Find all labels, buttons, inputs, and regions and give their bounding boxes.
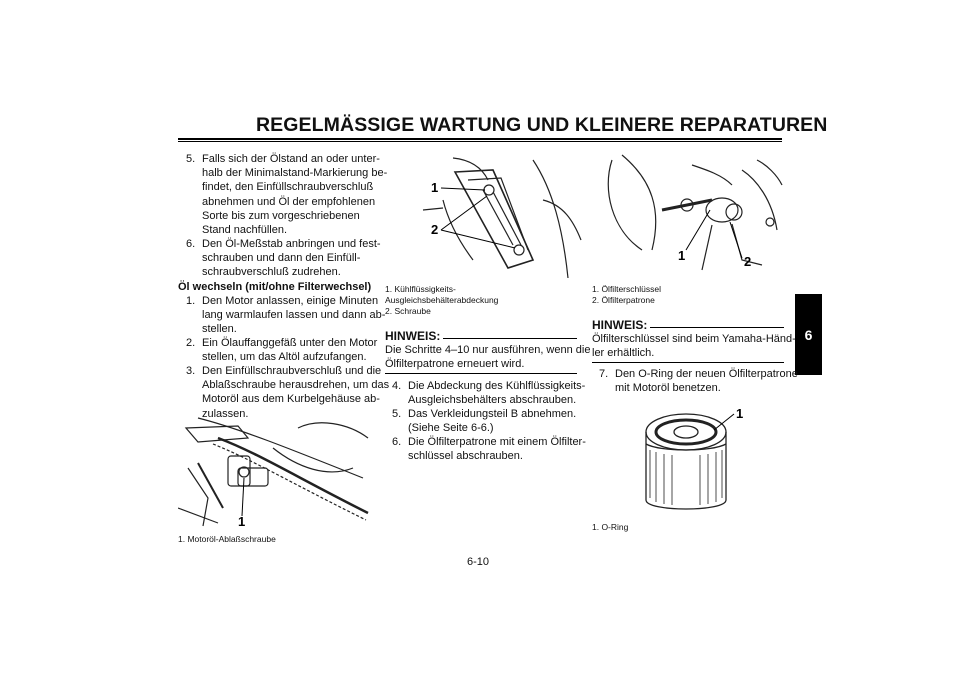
- text-line: Ölfilterpatrone erneuert wird.: [385, 358, 525, 371]
- text-line: Die Abdeckung des Kühlflüssigkeits-: [408, 380, 586, 392]
- text-line: Den Öl-Meßstab anbringen und fest-: [202, 238, 381, 250]
- callout-line: [241, 477, 245, 517]
- callout-1: 1: [238, 514, 245, 528]
- oil-filter-cartridge-illustration: 1: [645, 406, 743, 510]
- caption-line: 1. Kühlflüssigkeits-: [385, 284, 456, 294]
- note-rule-top: [443, 338, 577, 339]
- step-number: 5.: [392, 408, 402, 420]
- chapter-tab: 6: [795, 294, 822, 375]
- callout-1: 1: [431, 180, 438, 195]
- caption-line: 1. Motoröl-Ablaßschraube: [178, 534, 276, 544]
- text-line: abnehmen und Öl der empfohlenen: [202, 195, 376, 208]
- callout-1: 1: [736, 406, 743, 421]
- caption-line: 1. O-Ring: [592, 522, 629, 532]
- callout-2: 2: [744, 254, 751, 269]
- caption-line: 2. Ölfilterpatrone: [592, 295, 655, 305]
- callout-line: [685, 209, 711, 251]
- step-text: Den Öl-Meßstab anbringen und fest- schra…: [202, 237, 381, 280]
- text-line: Ölfilterschlüssel sind beim Yamaha-Händ-: [592, 333, 796, 345]
- note-text: Ölfilterschlüssel sind beim Yamaha-Händ-…: [592, 332, 796, 360]
- callout-line: [440, 195, 488, 231]
- step-text: Ein Ölauffanggefäß unter den Motor stell…: [202, 336, 377, 364]
- note-title: HINWEIS:: [592, 318, 648, 332]
- callout-line: [729, 221, 743, 259]
- oil-filter-wrench-illustration: 1 2: [607, 154, 783, 271]
- note-title: HINWEIS:: [385, 329, 441, 343]
- page-title: REGELMÄSSIGE WARTUNG UND KLEINERE REPARA…: [256, 114, 828, 136]
- header-rule: [178, 138, 782, 140]
- figure-caption: 1. Motoröl-Ablaßschraube: [178, 534, 276, 545]
- text-line: mit Motoröl benetzen.: [615, 382, 721, 395]
- text-line: Das Verkleidungsteil B abnehmen.: [408, 408, 577, 420]
- note-rule-bottom: [592, 362, 784, 363]
- text-line: Falls sich der Ölstand an oder unter-: [202, 153, 380, 165]
- text-line: stellen.: [202, 323, 237, 336]
- step-number: 3.: [186, 365, 196, 377]
- header-rule-thin: [178, 141, 782, 142]
- step-text: Den O-Ring der neuen Ölfilterpatrone mit…: [615, 367, 798, 395]
- text-line: Ablaßschraube herausdrehen, um das: [202, 379, 390, 392]
- callout-line: [440, 229, 516, 249]
- step-number: 7.: [599, 368, 609, 380]
- callout-line: [713, 413, 735, 431]
- step-number: 5.: [186, 153, 196, 165]
- text-line: schlüssel abschrauben.: [408, 450, 523, 463]
- step-number: 6.: [392, 436, 402, 448]
- step-number: 6.: [186, 238, 196, 250]
- drain-bolt-illustration: 1: [178, 417, 369, 528]
- text-line: Stand nachfüllen.: [202, 224, 288, 237]
- text-line: (Siehe Seite 6-6.): [408, 422, 494, 435]
- text-line: Den O-Ring der neuen Ölfilterpatrone: [615, 368, 798, 380]
- step-text: Falls sich der Ölstand an oder unter- ha…: [202, 152, 387, 237]
- step-number: 4.: [392, 380, 402, 392]
- text-line: Ausgleichsbehälters abschrauben.: [408, 394, 577, 407]
- page-number: 6-10: [467, 556, 490, 568]
- text-line: Den Motor anlassen, einige Minuten: [202, 295, 379, 307]
- step-text: Den Motor anlassen, einige Minuten lang …: [202, 294, 385, 337]
- text-line: halb der Minimalstand-Markierung be-: [202, 167, 388, 180]
- figure-caption: 1. Ölfilterschlüssel 2. Ölfilterpatrone: [592, 284, 661, 306]
- text-line: stellen, um das Altöl aufzufangen.: [202, 351, 367, 364]
- text-line: ler erhältlich.: [592, 347, 655, 360]
- step-number: 1.: [186, 295, 196, 307]
- caption-line: 2. Schraube: [385, 306, 431, 316]
- caption-line: Ausgleichsbehälterabdeckung: [385, 295, 499, 305]
- text-line: schrauben und dann den Einfüll-: [202, 252, 361, 265]
- callout-1: 1: [678, 248, 685, 263]
- figure-caption: 1. O-Ring: [592, 522, 628, 533]
- step-text: Die Ölfilterpatrone mit einem Ölfilter- …: [408, 435, 586, 463]
- step-text: Das Verkleidungsteil B abnehmen. (Siehe …: [408, 407, 576, 435]
- text-line: schraubverschluß zudrehen.: [202, 266, 341, 279]
- caption-line: 1. Ölfilterschlüssel: [592, 284, 661, 294]
- callout-2: 2: [431, 222, 438, 237]
- text-line: findet, den Einfüllschraubverschluß: [202, 181, 374, 194]
- note-text: Die Schritte 4–10 nur ausführen, wenn di…: [385, 343, 590, 371]
- text-line: zulassen.: [202, 407, 249, 420]
- figure-caption: 1. Kühlflüssigkeits- Ausgleichsbehältera…: [385, 284, 498, 317]
- note-rule-top: [650, 327, 784, 328]
- text-line: lang warmlaufen lassen und dann ab-: [202, 309, 386, 322]
- callout-line: [440, 187, 486, 191]
- text-line: Motoröl aus dem Kurbelgehäuse ab-: [202, 393, 380, 406]
- step-number: 2.: [186, 337, 196, 349]
- text-line: Die Schritte 4–10 nur ausführen, wenn di…: [385, 344, 591, 356]
- step-text: Die Abdeckung des Kühlflüssigkeits- Ausg…: [408, 379, 585, 407]
- text-line: Die Ölfilterpatrone mit einem Ölfilter-: [408, 436, 586, 448]
- text-line: Ein Ölauffanggefäß unter den Motor: [202, 337, 378, 349]
- text-line: Den Einfüllschraubverschluß und die: [202, 365, 382, 377]
- step-text: Den Einfüllschraubverschluß und die Abla…: [202, 364, 389, 421]
- coolant-reservoir-illustration: 1 2: [422, 157, 582, 278]
- text-line: Sorte bis zum vorgeschriebenen: [202, 209, 360, 222]
- section-heading: Öl wechseln (mit/ohne Filterwechsel): [178, 281, 372, 293]
- note-rule-bottom: [385, 373, 577, 374]
